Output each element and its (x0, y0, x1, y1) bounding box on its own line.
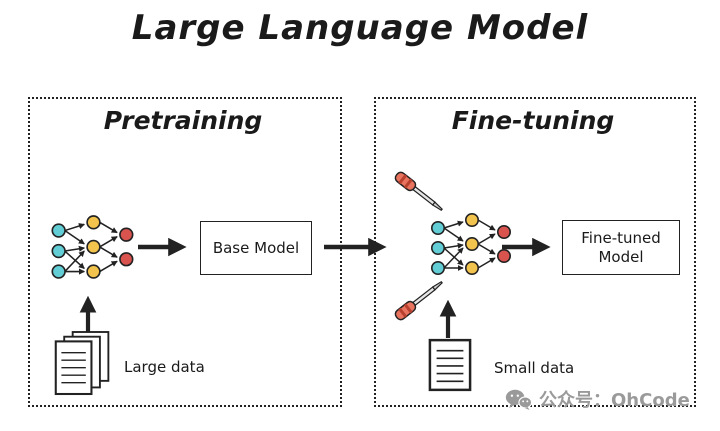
arrow-icon (324, 237, 387, 257)
watermark: 公众号：OhCode (505, 386, 690, 412)
pretraining-label: Pretraining (103, 106, 263, 135)
screwdriver-icon (392, 170, 446, 215)
arrow-icon (502, 237, 551, 257)
page-title: Large Language Model (131, 8, 589, 48)
neural-network-icon (432, 214, 510, 274)
arrow-up-icon (79, 295, 97, 332)
small-data-label: Small data (494, 359, 575, 377)
document-stack-icon (52, 330, 114, 396)
document-icon (428, 338, 472, 392)
base-model-box: Base Model (200, 221, 312, 275)
fine-tuned-model-box: Fine-tuned Model (562, 220, 680, 275)
finetuning-label: Fine-tuning (451, 106, 615, 135)
fine-tuned-model-label: Fine-tuned Model (581, 228, 661, 266)
large-data-label: Large data (124, 358, 205, 376)
arrow-icon (138, 237, 187, 257)
wechat-icon (505, 388, 532, 411)
arrow-up-icon (439, 299, 457, 338)
base-model-label: Base Model (212, 238, 300, 257)
neural-network-icon (46, 208, 141, 290)
watermark-text: 公众号：OhCode (539, 390, 690, 411)
